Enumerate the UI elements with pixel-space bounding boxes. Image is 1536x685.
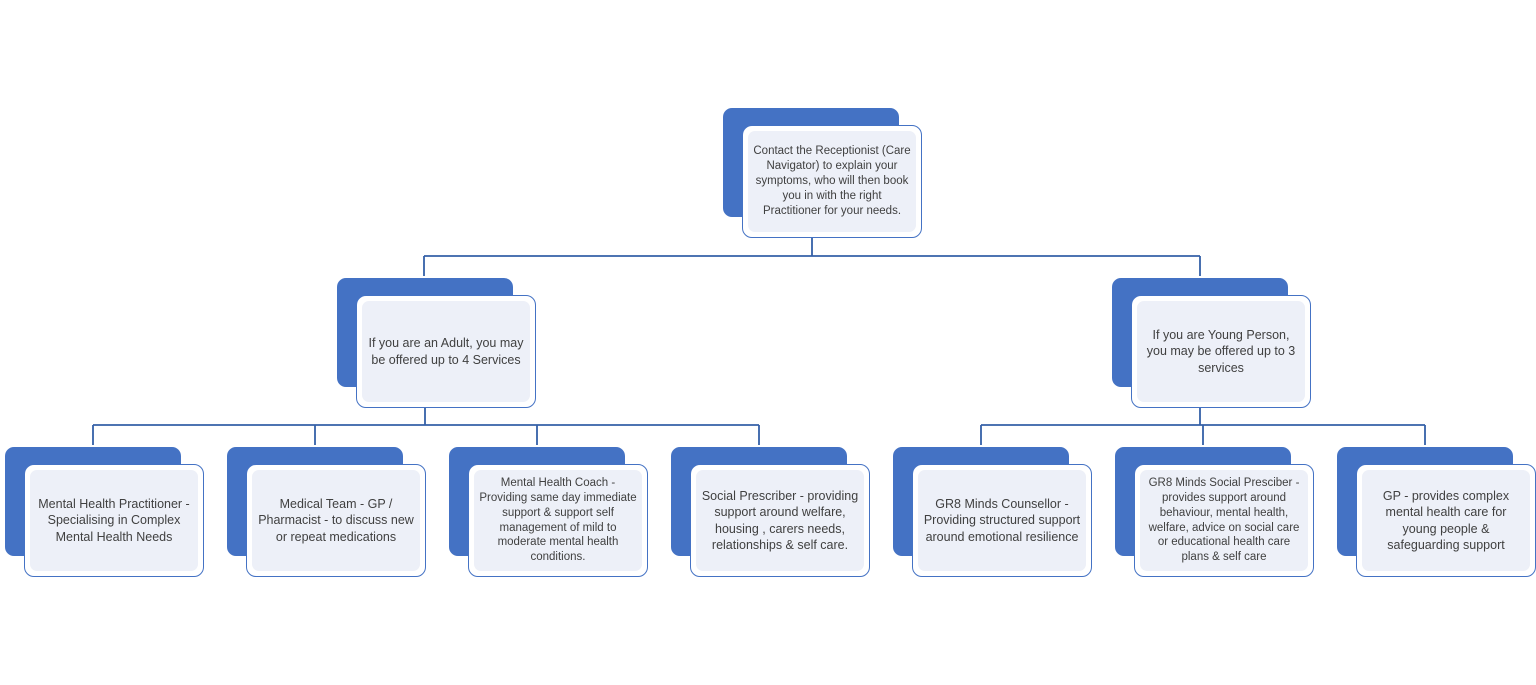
flow-node-young-text: If you are Young Person, you may be offe… bbox=[1146, 328, 1296, 375]
flow-node-gp: GP - provides complex mental health care… bbox=[1335, 445, 1536, 577]
flow-node-medical-team: Medical Team - GP / Pharmacist - to disc… bbox=[225, 445, 426, 577]
flow-node-a2-text-area: Medical Team - GP / Pharmacist - to disc… bbox=[252, 470, 420, 571]
flow-node-a1-text: Mental Health Practitioner - Specialisin… bbox=[38, 497, 190, 544]
connector-young-to-services bbox=[980, 408, 1426, 445]
flow-node-adult-branch: If you are an Adult, you may be offered … bbox=[335, 276, 536, 408]
flow-node-root-card: Contact the Receptionist (Care Navigator… bbox=[742, 125, 922, 238]
flow-node-a1-text-area: Mental Health Practitioner - Specialisin… bbox=[30, 470, 198, 571]
connector-root-to-level2 bbox=[423, 238, 1201, 276]
flow-node-a1-card: Mental Health Practitioner - Specialisin… bbox=[24, 464, 204, 577]
flow-node-a4-text-area: Social Prescriber - providing support ar… bbox=[696, 470, 864, 571]
flow-node-young-card: If you are Young Person, you may be offe… bbox=[1131, 295, 1311, 408]
flow-node-gr8-minds-social-prescriber: GR8 Minds Social Presciber - provides su… bbox=[1113, 445, 1314, 577]
flow-node-y3-text-area: GP - provides complex mental health care… bbox=[1362, 470, 1530, 571]
flow-node-y3-card: GP - provides complex mental health care… bbox=[1356, 464, 1536, 577]
flow-node-y2-card: GR8 Minds Social Presciber - provides su… bbox=[1134, 464, 1314, 577]
flow-node-y2-text-area: GR8 Minds Social Presciber - provides su… bbox=[1140, 470, 1308, 571]
flow-node-root-text: Contact the Receptionist (Care Navigator… bbox=[753, 145, 911, 217]
flow-node-adult-text: If you are an Adult, you may be offered … bbox=[368, 336, 524, 367]
flow-node-a2-card: Medical Team - GP / Pharmacist - to disc… bbox=[246, 464, 426, 577]
flow-node-y1-text-area: GR8 Minds Counsellor - Providing structu… bbox=[918, 470, 1086, 571]
flow-node-a3-text-area: Mental Health Coach - Providing same day… bbox=[474, 470, 642, 571]
flow-node-mental-health-coach: Mental Health Coach - Providing same day… bbox=[447, 445, 648, 577]
connector-adult-to-services bbox=[92, 408, 760, 445]
flow-node-adult-card: If you are an Adult, you may be offered … bbox=[356, 295, 536, 408]
flow-node-y1-card: GR8 Minds Counsellor - Providing structu… bbox=[912, 464, 1092, 577]
flow-node-gr8-minds-counsellor: GR8 Minds Counsellor - Providing structu… bbox=[891, 445, 1092, 577]
flow-node-young-text-area: If you are Young Person, you may be offe… bbox=[1137, 301, 1305, 402]
flow-node-y3-text: GP - provides complex mental health care… bbox=[1382, 489, 1510, 552]
flow-node-a4-text: Social Prescriber - providing support ar… bbox=[701, 489, 859, 552]
flow-node-y1-text: GR8 Minds Counsellor - Providing structu… bbox=[923, 497, 1081, 544]
flow-node-mental-health-practitioner: Mental Health Practitioner - Specialisin… bbox=[3, 445, 204, 577]
flow-node-a4-card: Social Prescriber - providing support ar… bbox=[690, 464, 870, 577]
flow-node-a3-card: Mental Health Coach - Providing same day… bbox=[468, 464, 648, 577]
flow-node-a3-text: Mental Health Coach - Providing same day… bbox=[479, 476, 637, 564]
flow-node-root: Contact the Receptionist (Care Navigator… bbox=[721, 106, 922, 238]
flow-node-y2-text: GR8 Minds Social Presciber - provides su… bbox=[1148, 476, 1300, 564]
flow-node-adult-text-area: If you are an Adult, you may be offered … bbox=[362, 301, 530, 402]
flow-node-root-text-area: Contact the Receptionist (Care Navigator… bbox=[748, 131, 916, 232]
flow-node-social-prescriber: Social Prescriber - providing support ar… bbox=[669, 445, 870, 577]
flow-node-young-branch: If you are Young Person, you may be offe… bbox=[1110, 276, 1311, 408]
flow-node-a2-text: Medical Team - GP / Pharmacist - to disc… bbox=[258, 497, 414, 544]
